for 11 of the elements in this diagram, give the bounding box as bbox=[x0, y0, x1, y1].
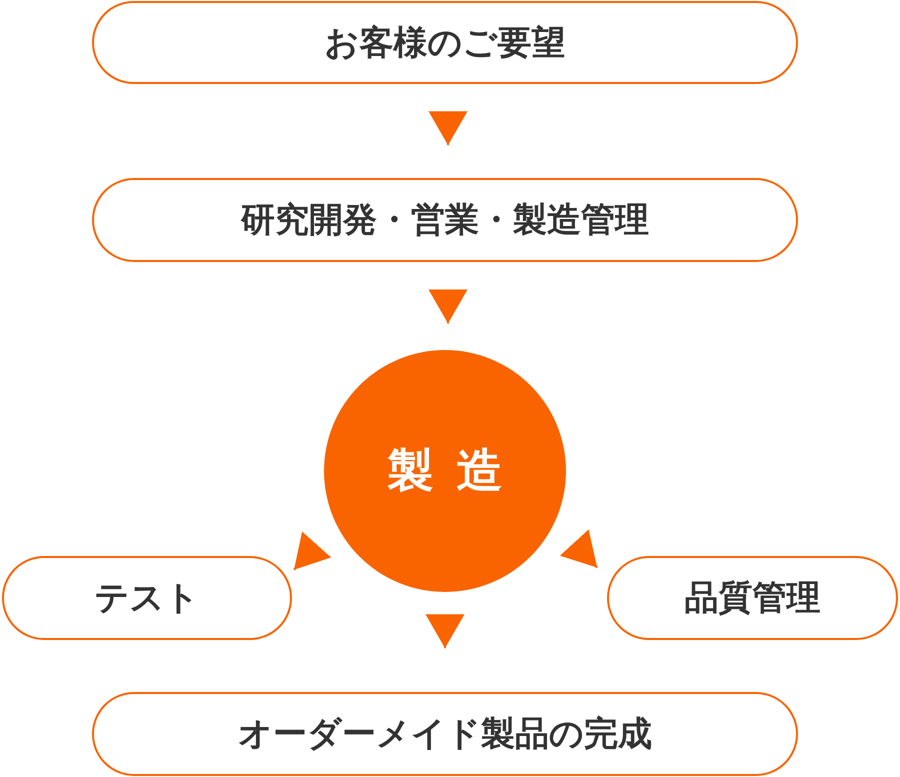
process-box: 品質管理 bbox=[607, 556, 898, 640]
process-box: テスト bbox=[2, 556, 292, 640]
process-box: オーダーメイド製品の完成 bbox=[92, 692, 798, 776]
process-box: 研究開発・営業・製造管理 bbox=[92, 178, 798, 262]
arrow bbox=[426, 614, 464, 648]
arrow bbox=[428, 111, 468, 146]
process-box: お客様のご要望 bbox=[92, 1, 798, 84]
arrow bbox=[293, 531, 332, 570]
process-circle: 製造 bbox=[324, 350, 566, 592]
arrow bbox=[560, 529, 598, 568]
arrow bbox=[428, 290, 468, 324]
